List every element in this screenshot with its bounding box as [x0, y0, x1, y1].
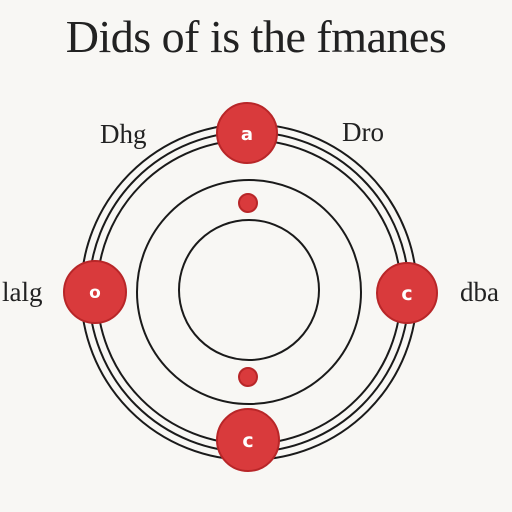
- node-right-glyph: c: [401, 283, 412, 305]
- label-top-right: Dro: [342, 117, 384, 147]
- small-dot-bottom: [238, 367, 258, 387]
- node-left: o: [63, 260, 127, 324]
- node-top-glyph: a: [241, 124, 253, 145]
- page-title: Dids of is the fmanes: [65, 11, 447, 62]
- small-dot-top: [238, 193, 258, 213]
- node-bottom-glyph: c: [242, 430, 253, 452]
- node-top: a: [216, 102, 278, 164]
- outer-ring-3: [96, 139, 402, 445]
- label-middle-right: dba: [460, 277, 499, 307]
- label-middle-left: lalg: [2, 277, 43, 307]
- inner-ring: [178, 219, 320, 361]
- middle-ring: [136, 179, 362, 405]
- node-right: c: [376, 262, 438, 324]
- node-left-glyph: o: [89, 283, 101, 303]
- label-top-left: Dhg: [100, 119, 147, 149]
- node-bottom: c: [216, 408, 280, 472]
